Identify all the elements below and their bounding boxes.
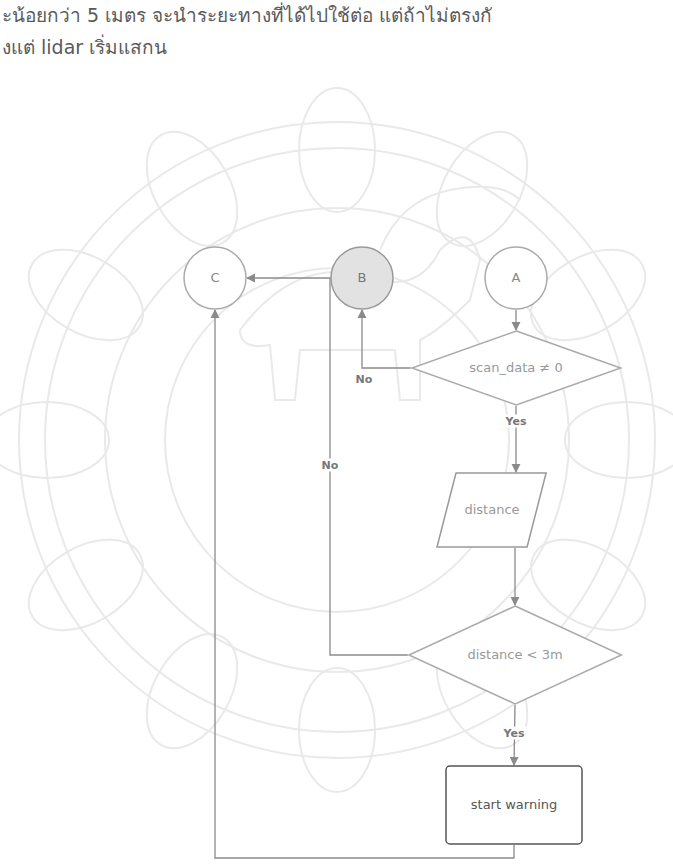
connector-circle: C bbox=[183, 246, 247, 310]
node-text: A bbox=[512, 270, 521, 286]
page-text: งแต่ lidar เริ่มแสกน bbox=[2, 34, 667, 62]
connector-circle: B bbox=[330, 246, 394, 310]
page-text: ะน้อยกว่า 5 เมตร จะนำระยะทางที่ได้ไปใช้ต… bbox=[2, 2, 667, 30]
node-text: B bbox=[358, 270, 367, 286]
node-text: scan_data ≠ 0 bbox=[469, 360, 562, 376]
edge-label: Yes bbox=[502, 727, 527, 740]
process-box: start warning bbox=[445, 765, 583, 845]
node-text: distance < 3m bbox=[467, 647, 562, 663]
flow-connector bbox=[515, 310, 516, 330]
edge-label: No bbox=[320, 459, 341, 472]
flow-connector bbox=[247, 278, 408, 655]
flow-connector bbox=[514, 548, 515, 605]
decision-diamond: scan_data ≠ 0 bbox=[411, 330, 622, 406]
node-text: distance bbox=[464, 502, 519, 518]
io-parallelogram: distance bbox=[436, 472, 547, 548]
decision-diamond: distance < 3m bbox=[408, 605, 622, 705]
flow-connector bbox=[362, 310, 411, 368]
connector-circle: A bbox=[484, 246, 548, 310]
node-text: start warning bbox=[471, 797, 557, 813]
node-text: C bbox=[210, 270, 219, 286]
edge-label: Yes bbox=[504, 415, 529, 428]
edge-label: No bbox=[354, 373, 375, 386]
